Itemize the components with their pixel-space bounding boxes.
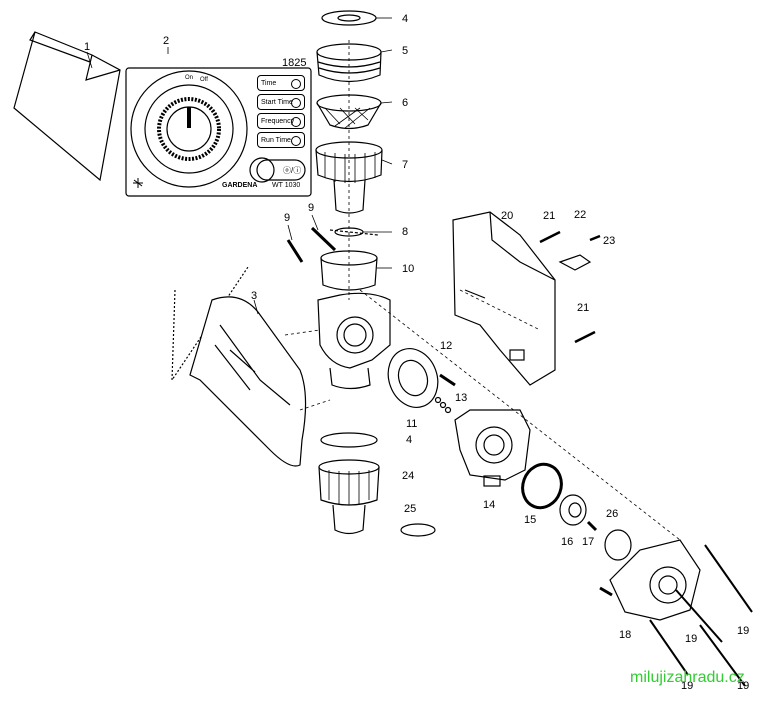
- label-part-4-lower: 4: [406, 434, 413, 446]
- housing-part-3: [171, 266, 307, 467]
- power-button-label: ⓞ/ⓘ: [283, 166, 302, 175]
- label-part-8: 8: [402, 226, 409, 238]
- dial-label-on: On: [185, 75, 194, 81]
- label-part-1: 1: [84, 41, 91, 53]
- dial-label-off: Off: [200, 77, 208, 83]
- label-part-19c: 19: [681, 680, 694, 692]
- label-part-19b: 19: [685, 633, 698, 645]
- valve-housing-part-14: [454, 409, 531, 487]
- label-part-7: 7: [402, 159, 409, 171]
- label-part-19a: 19: [737, 625, 750, 637]
- o-ring-part-15: [521, 462, 563, 510]
- label-part-23: 23: [603, 235, 616, 247]
- label-part-14: 14: [483, 499, 496, 511]
- brand-logo-text: GARDENA: [222, 182, 258, 189]
- time-button: Time: [257, 75, 305, 91]
- label-part-2: 2: [163, 35, 170, 47]
- frequency-button: Frequency: [257, 113, 305, 129]
- label-part-24: 24: [402, 470, 415, 482]
- watermark: milujizahradu.cz: [630, 669, 745, 686]
- o-ring-part-25: [400, 523, 436, 537]
- label-part-22: 22: [574, 209, 587, 221]
- label-part-21b: 21: [577, 302, 590, 314]
- label-part-10: 10: [402, 263, 415, 275]
- label-part-21a: 21: [543, 210, 556, 222]
- small-parts-16-17-26: [559, 494, 632, 561]
- start-time-button: Start Time: [257, 94, 305, 110]
- label-part-17: 17: [582, 536, 595, 548]
- label-part-11: 11: [406, 418, 418, 430]
- label-part-16: 16: [561, 536, 574, 548]
- pins-part-9: [286, 226, 337, 263]
- label-part-4-top: 4: [402, 13, 409, 25]
- valve-body-part-10: [317, 250, 391, 390]
- label-part-5: 5: [402, 45, 409, 57]
- label-part-6: 6: [402, 97, 409, 109]
- label-part-19d: 19: [737, 680, 750, 692]
- label-part-9a: 9: [284, 212, 291, 224]
- leader-lines: [86, 17, 393, 315]
- fitting-part-24: [318, 459, 380, 535]
- run-time-button: Run Time: [257, 132, 305, 148]
- cover-part-20: [452, 211, 556, 386]
- alignment-lines: [284, 40, 681, 541]
- label-part-25: 25: [404, 503, 417, 515]
- label-part-3: 3: [251, 290, 258, 302]
- cover-part-1: [13, 31, 121, 182]
- label-part-26: 26: [606, 508, 619, 520]
- label-part-15: 15: [524, 514, 537, 526]
- label-part-12: 12: [440, 340, 453, 352]
- solenoid-part-18: [599, 539, 701, 621]
- label-part-20: 20: [501, 210, 514, 222]
- screws-part-21-23: [539, 230, 601, 344]
- model-text: WT 1030: [272, 182, 301, 189]
- label-part-13: 13: [455, 392, 468, 404]
- diaphragm-part-11: [387, 348, 456, 414]
- washer-part-4-lower: [320, 432, 378, 448]
- model-code: 1825: [282, 57, 307, 69]
- label-part-18: 18: [619, 629, 632, 641]
- label-part-9b: 9: [308, 202, 315, 214]
- screws-part-19: [649, 544, 753, 687]
